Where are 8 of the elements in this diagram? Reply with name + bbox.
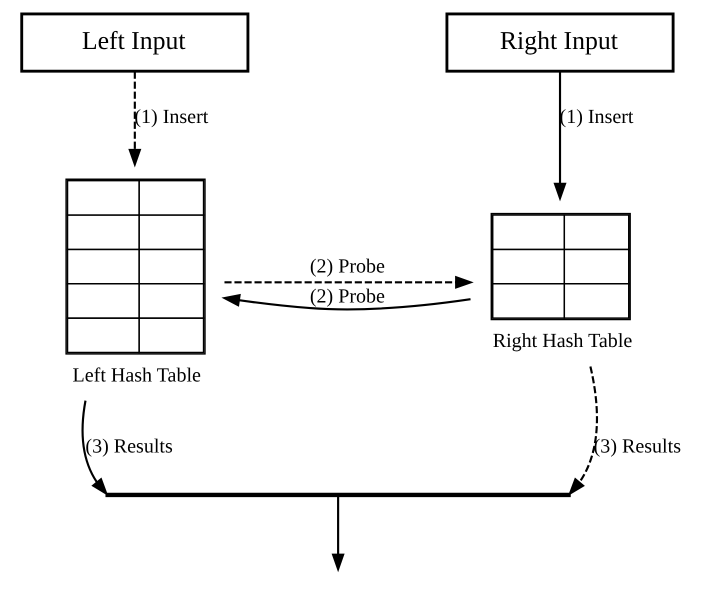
node-label: Right Hash Table (492, 330, 632, 352)
edge-label: (2) Probe (309, 286, 384, 308)
edge-label: (1) Insert (559, 106, 634, 128)
edge-label: (2) Probe (309, 256, 384, 278)
edge-label: (1) Insert (134, 106, 208, 128)
node-label: Left Hash Table (72, 364, 200, 386)
edge-label: (3) Results (84, 435, 172, 458)
edge-label: (3) Results (593, 435, 681, 458)
